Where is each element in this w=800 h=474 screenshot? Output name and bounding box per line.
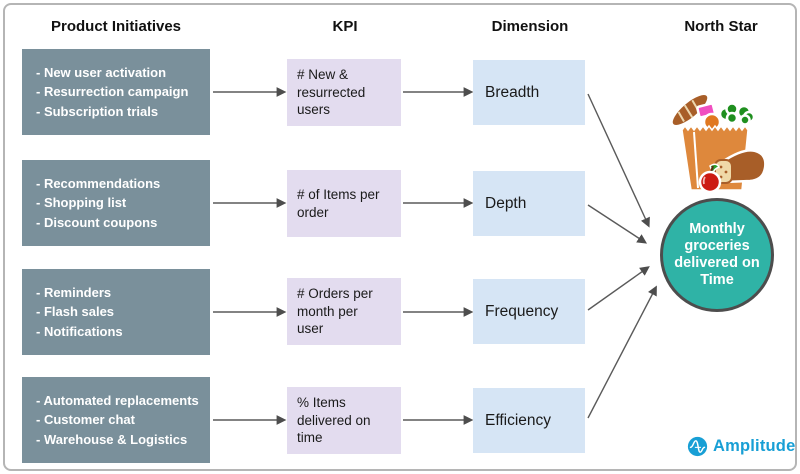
- north-star-metric-label: Monthly groceries delivered on Time: [674, 220, 760, 289]
- amplitude-logo-text: Amplitude: [713, 437, 796, 455]
- grocery-bag-icon: [670, 92, 767, 194]
- kpi-label: # New & resurrected users: [297, 67, 366, 118]
- dimension-label: Depth: [485, 194, 527, 212]
- initiatives-box-row4: - Automated replacements - Customer chat…: [22, 377, 210, 463]
- kpi-label: # of Items per order: [297, 186, 380, 220]
- dimension-box-efficiency: Efficiency: [473, 388, 585, 453]
- column-header-product-initiatives: Product Initiatives: [50, 18, 182, 35]
- initiative-item: - Recommendations: [36, 175, 161, 191]
- initiative-item: - Flash sales: [36, 304, 115, 320]
- dimension-box-frequency: Frequency: [473, 279, 585, 344]
- dimension-box-depth: Depth: [473, 171, 585, 236]
- initiative-item: - Notifications: [36, 323, 123, 339]
- kpi-label: # Orders per month per user: [297, 286, 373, 337]
- column-header-dimension: Dimension: [491, 18, 569, 35]
- column-header-kpi: KPI: [332, 18, 358, 35]
- initiatives-box-row2: - Recommendations - Shopping list - Disc…: [22, 160, 210, 246]
- initiatives-box-row1: - New user activation - Resurrection cam…: [22, 49, 210, 135]
- dimension-label: Breadth: [485, 83, 540, 101]
- arrow-depth-northstar: [587, 204, 648, 244]
- column-header-north-star: North Star: [684, 18, 758, 35]
- dimension-box-breadth: Breadth: [473, 60, 585, 125]
- kpi-label: % Items delivered on time: [297, 395, 371, 446]
- kpi-box-row3: # Orders per month per user: [287, 278, 401, 345]
- initiative-item: - Reminders: [36, 284, 112, 300]
- initiative-item: - Customer chat: [36, 412, 135, 428]
- arrow-breadth-northstar: [587, 93, 650, 228]
- kpi-box-row2: # of Items per order: [287, 170, 401, 237]
- initiatives-box-row3: - Reminders - Flash sales - Notification…: [22, 269, 210, 355]
- dimension-label: Frequency: [485, 302, 559, 320]
- arrow-efficiency-northstar: [587, 285, 657, 419]
- initiative-item: - Resurrection campaign: [36, 84, 189, 100]
- amplitude-logo-icon: [687, 436, 708, 457]
- initiative-item: - Shopping list: [36, 195, 127, 211]
- arrow-frequency-northstar: [587, 266, 650, 311]
- kpi-box-row1: # New & resurrected users: [287, 59, 401, 126]
- dimension-label: Efficiency: [485, 411, 552, 429]
- initiative-item: - New user activation: [36, 64, 167, 80]
- north-star-circle: Monthly groceries delivered on Time: [660, 198, 774, 312]
- initiative-item: - Automated replacements: [36, 392, 199, 408]
- initiative-item: - Warehouse & Logistics: [36, 431, 188, 447]
- initiative-item: - Subscription trials: [36, 103, 159, 119]
- amplitude-logo: Amplitude: [687, 436, 795, 457]
- kpi-box-row4: % Items delivered on time: [287, 387, 401, 454]
- initiative-item: - Discount coupons: [36, 214, 158, 230]
